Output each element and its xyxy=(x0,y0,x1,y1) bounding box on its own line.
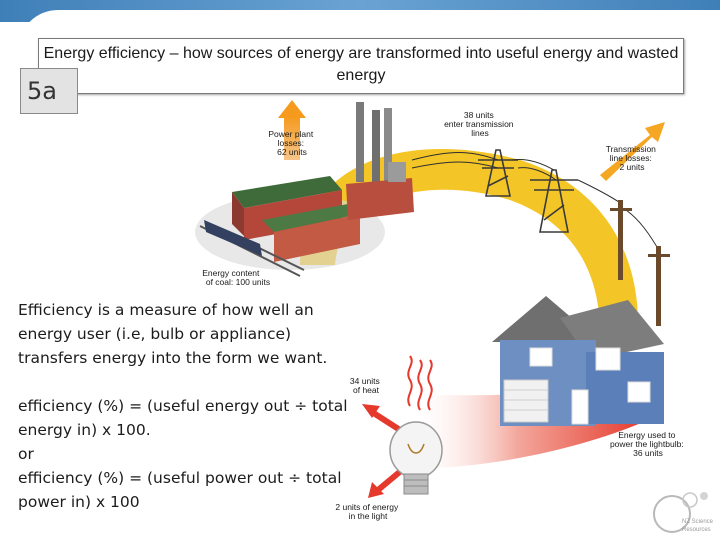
label-transmission-enter: 38 units enter transmission lines xyxy=(444,110,516,138)
eu-line-3: 36 units xyxy=(633,448,663,458)
power-plant-chimneys xyxy=(356,102,392,182)
label-transmission-losses: Transmission line losses: 2 units xyxy=(606,144,659,172)
tl-line-2: line losses: xyxy=(610,153,652,163)
te-line-2: enter transmission xyxy=(444,119,514,129)
heat-arrow xyxy=(362,404,402,433)
house xyxy=(492,296,664,426)
logo-line-2: Resources xyxy=(682,527,711,533)
light-arrow xyxy=(368,467,404,498)
light-line-1: 2 units of energy xyxy=(335,502,399,512)
transmission-losses-arrow xyxy=(600,122,665,181)
label-light: 2 units of energy in the light xyxy=(335,502,400,521)
ppl-line-1: Power plant xyxy=(268,129,314,139)
power-plant-buildings xyxy=(232,162,414,262)
logo-line-1: NZ Science xyxy=(682,519,714,525)
label-energy-used: Energy used to power the lightbulb: 36 u… xyxy=(610,430,686,458)
or-text: or xyxy=(18,445,34,463)
tl-line-3: 2 units xyxy=(619,162,644,172)
formula-power: efficiency (%) = (useful power out ÷ tot… xyxy=(18,469,342,511)
te-line-1: 38 units xyxy=(464,110,494,120)
eu-line-1: Energy used to xyxy=(618,430,675,440)
ppl-line-3: 62 units xyxy=(277,147,307,157)
te-line-3: lines xyxy=(471,128,488,138)
light-line-2: in the light xyxy=(349,511,388,521)
section-badge: 5a xyxy=(20,68,78,114)
eu-line-2: power the lightbulb: xyxy=(610,439,684,449)
tl-line-1: Transmission xyxy=(606,144,656,154)
heat-line-2: of heat xyxy=(353,385,380,395)
ec-line-2: of coal: 100 units xyxy=(206,277,270,287)
body-text: Efficiency is a measure of how well an e… xyxy=(18,298,358,514)
nz-science-logo-icon xyxy=(653,492,708,533)
heat-line-1: 34 units xyxy=(350,376,380,386)
ec-line-1: Energy content xyxy=(202,268,260,278)
lightbulb xyxy=(389,421,443,495)
label-power-plant-losses: Power plant losses: 62 units xyxy=(268,129,315,157)
heat-waves xyxy=(407,355,433,411)
formula-energy: efficiency (%) = (useful energy out ÷ to… xyxy=(18,397,348,439)
coal-train xyxy=(199,220,305,277)
logo-text: NZ Science Resources xyxy=(682,518,713,534)
power-plant-losses-arrow xyxy=(278,100,306,160)
slide-title: Energy efficiency – how sources of energ… xyxy=(38,38,684,94)
paragraph-gap xyxy=(18,370,358,394)
label-heat: 34 units of heat xyxy=(350,376,382,395)
efficiency-definition: Efficiency is a measure of how well an e… xyxy=(18,301,328,367)
label-energy-content: Energy content of coal: 100 units xyxy=(202,268,270,287)
ppl-line-2: losses: xyxy=(278,138,304,148)
utility-poles xyxy=(610,200,670,326)
